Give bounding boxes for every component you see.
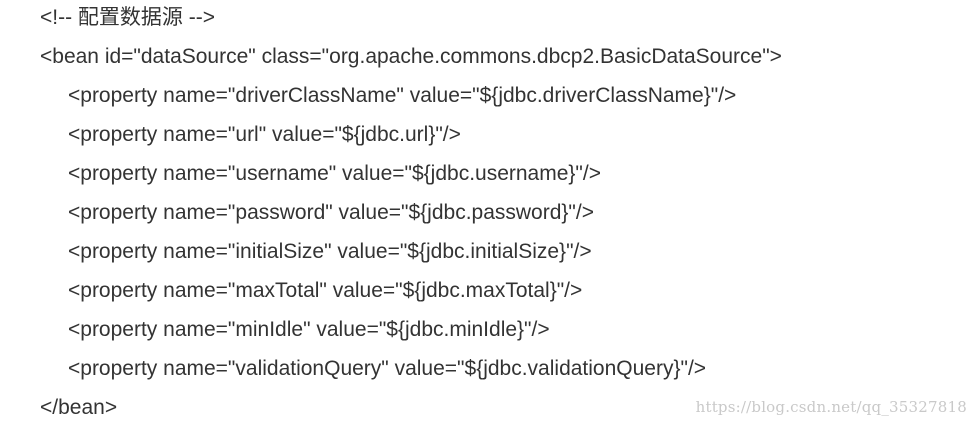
bean-close-tag-line: </bean> (40, 396, 118, 419)
code-block: <!-- 配置数据源 --> <bean id="dataSource" cla… (40, 0, 975, 427)
property-line-initialsize: <property name="initialSize" value="${jd… (68, 240, 592, 263)
property-line-password: <property name="password" value="${jdbc.… (68, 201, 594, 224)
property-line-maxtotal: <property name="maxTotal" value="${jdbc.… (68, 279, 583, 302)
property-line-driverclassname: <property name="driverClassName" value="… (68, 84, 737, 107)
property-line-username: <property name="username" value="${jdbc.… (68, 162, 601, 185)
code-comment-line: <!-- 配置数据源 --> (40, 6, 216, 29)
bean-open-tag-line: <bean id="dataSource" class="org.apache.… (40, 45, 782, 68)
watermark-url: https://blog.csdn.net/qq_35327818 (695, 398, 967, 416)
property-line-url: <property name="url" value="${jdbc.url}"… (68, 123, 461, 146)
property-line-validationquery: <property name="validationQuery" value="… (68, 357, 707, 380)
property-line-minidle: <property name="minIdle" value="${jdbc.m… (68, 318, 550, 341)
